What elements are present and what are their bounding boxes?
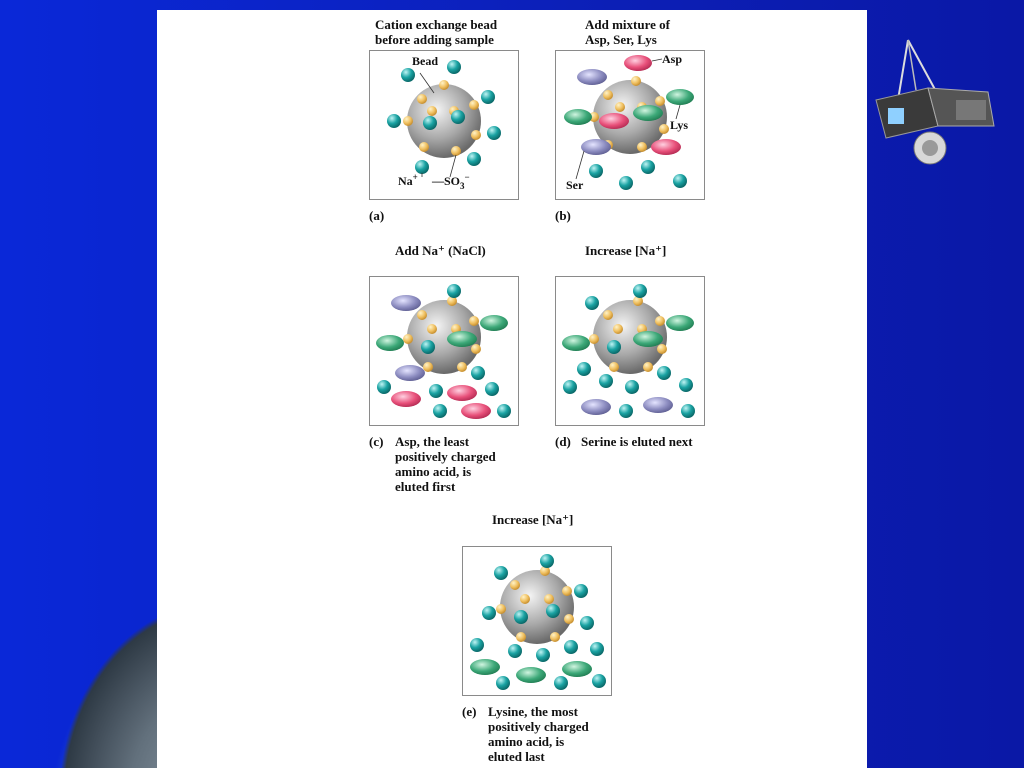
sodium-ions [387,60,501,174]
panel-e-box [462,546,612,696]
panel-e-caption-text: Lysine, the most positively charged amin… [488,704,589,764]
figure-panel: Cation exchange bead before adding sampl… [157,10,867,768]
panel-c-diagram [376,284,511,419]
bead-sphere [407,84,481,158]
panel-d-caption: (d) Serine is eluted next [555,434,735,454]
earth-image [0,470,170,768]
panel-a-diagram: Bead Na+ —SO3− [387,54,501,191]
panel-d-box [555,276,705,426]
panel-e-diagram [470,554,606,690]
panel-e-tag: (e) [462,704,477,719]
panel-e-title: Increase [Na⁺] [492,512,574,527]
panel-c-caption: (c) Asp, the least positively charged am… [369,434,529,498]
lys-label: Lys [670,118,688,132]
panel-c-tag: (c) [369,434,384,449]
panel-a-tag: (a) [369,208,385,223]
so3-label: —SO3− [431,172,470,191]
satellite-image [875,39,995,165]
na-label: Na+ [398,172,418,188]
bead-label: Bead [412,54,438,68]
panel-d-caption-text: Serine is eluted next [581,434,693,449]
panel-a-title: Cation exchange bead before adding sampl… [375,17,498,47]
panel-b-diagram: Asp Lys Ser [564,52,694,192]
panel-c-title: Add Na⁺ (NaCl) [395,243,486,258]
panel-e-caption: (e) Lysine, the most positively charged … [462,704,632,768]
ser-label: Ser [566,178,584,192]
panel-c-box [369,276,519,426]
panel-b-box: Asp Lys Ser [555,50,705,200]
asp-label: Asp [662,52,682,66]
panel-c-caption-text: Asp, the least positively charged amino … [395,434,496,494]
panel-b-title: Add mixture of Asp, Ser, Lys [585,17,670,47]
panel-d-tag: (d) [555,434,571,449]
panel-a-box: Bead Na+ —SO3− [369,50,519,200]
panel-d-diagram [562,284,695,418]
panel-b-tag: (b) [555,208,571,223]
panel-d-title: Increase [Na⁺] [585,243,667,258]
